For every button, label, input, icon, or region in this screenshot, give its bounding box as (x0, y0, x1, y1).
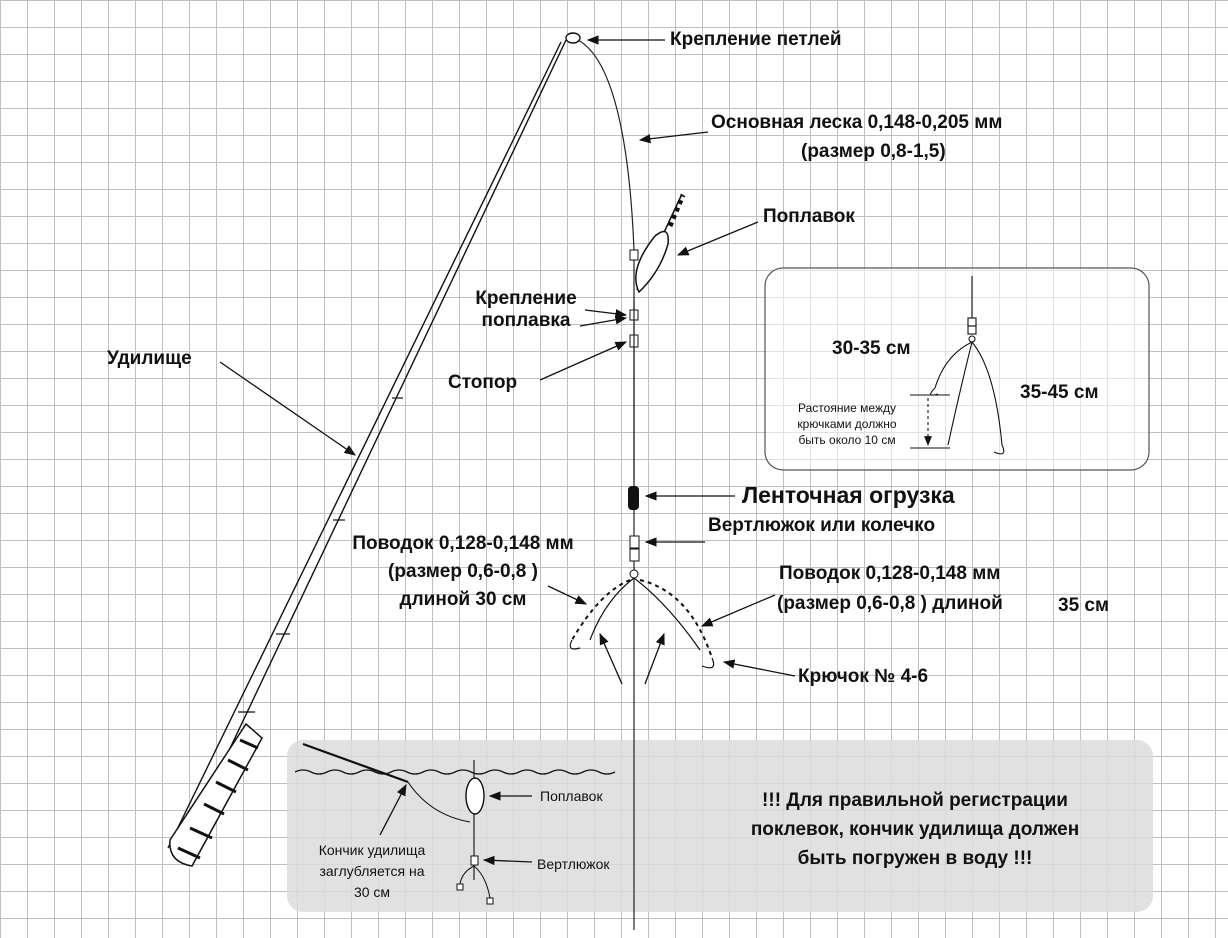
bottom-panel (287, 740, 1153, 912)
leader-right-label-1: Поводок 0,128-0,148 мм (779, 563, 1001, 584)
swivel-label: Вертлюжок или колечко (708, 515, 936, 536)
leader-right-label-2: (размер 0,6-0,8 ) длиной (777, 593, 1003, 614)
main-line-size-label: (размер 0,8-1,5) (801, 141, 946, 162)
tape-weight-label: Ленточная огрузка (742, 482, 955, 508)
main-line (577, 39, 635, 930)
float (635, 193, 686, 294)
leader-right-label-3: 35 см (1058, 595, 1110, 616)
main-line-label: Основная леска 0,148-0,205 мм (711, 112, 1003, 133)
inset-long-length: 35-45 см (1020, 382, 1099, 403)
float-label: Поплавок (763, 206, 855, 227)
water-scene (294, 742, 616, 905)
fishing-rod (167, 39, 567, 867)
bottom-swivel-label: Вертлюжок (537, 856, 610, 872)
inset-rig (910, 276, 1005, 455)
rod-label: Удилище (107, 348, 192, 369)
tip-loop (565, 32, 581, 44)
hook-label: Крючок № 4-6 (798, 666, 929, 687)
tape-weight (628, 486, 639, 510)
inset-short-length: 30-35 см (832, 338, 911, 359)
leader-left-label: Поводок 0,128-0,148 мм(размер 0,6-0,8 )д… (352, 533, 574, 610)
bottom-float-label: Поплавок (540, 788, 603, 804)
stopper-label: Стопор (448, 372, 518, 393)
loop-attach-label: Крепление петлей (670, 29, 842, 50)
inset-panel (764, 267, 1150, 471)
